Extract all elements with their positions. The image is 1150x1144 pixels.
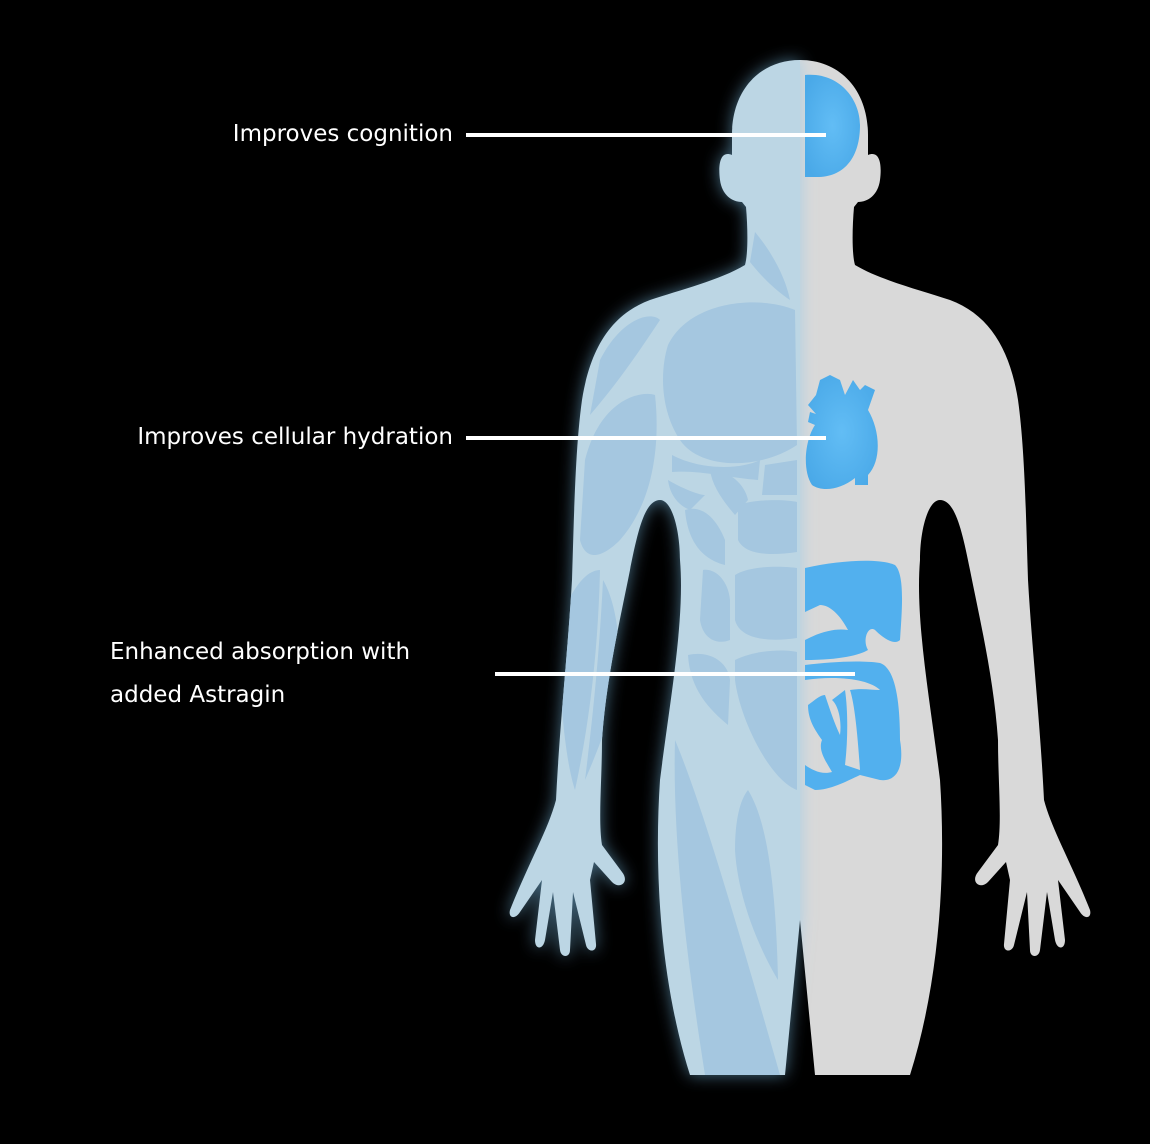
callout-absorption-line2: added Astragin [110,682,286,708]
callout-absorption-line1: Enhanced absorption with [110,639,411,665]
brain-icon [805,74,860,178]
callout-hydration: Improves cellular hydration [137,424,453,450]
digestive-system-icon [805,560,903,790]
callout-line-cognition [466,133,826,137]
callout-line-absorption [495,672,855,676]
callout-line-hydration [466,436,826,440]
heart-icon [805,375,878,490]
body-left-half-muscles [509,60,800,1075]
callout-cognition: Improves cognition [232,121,453,147]
